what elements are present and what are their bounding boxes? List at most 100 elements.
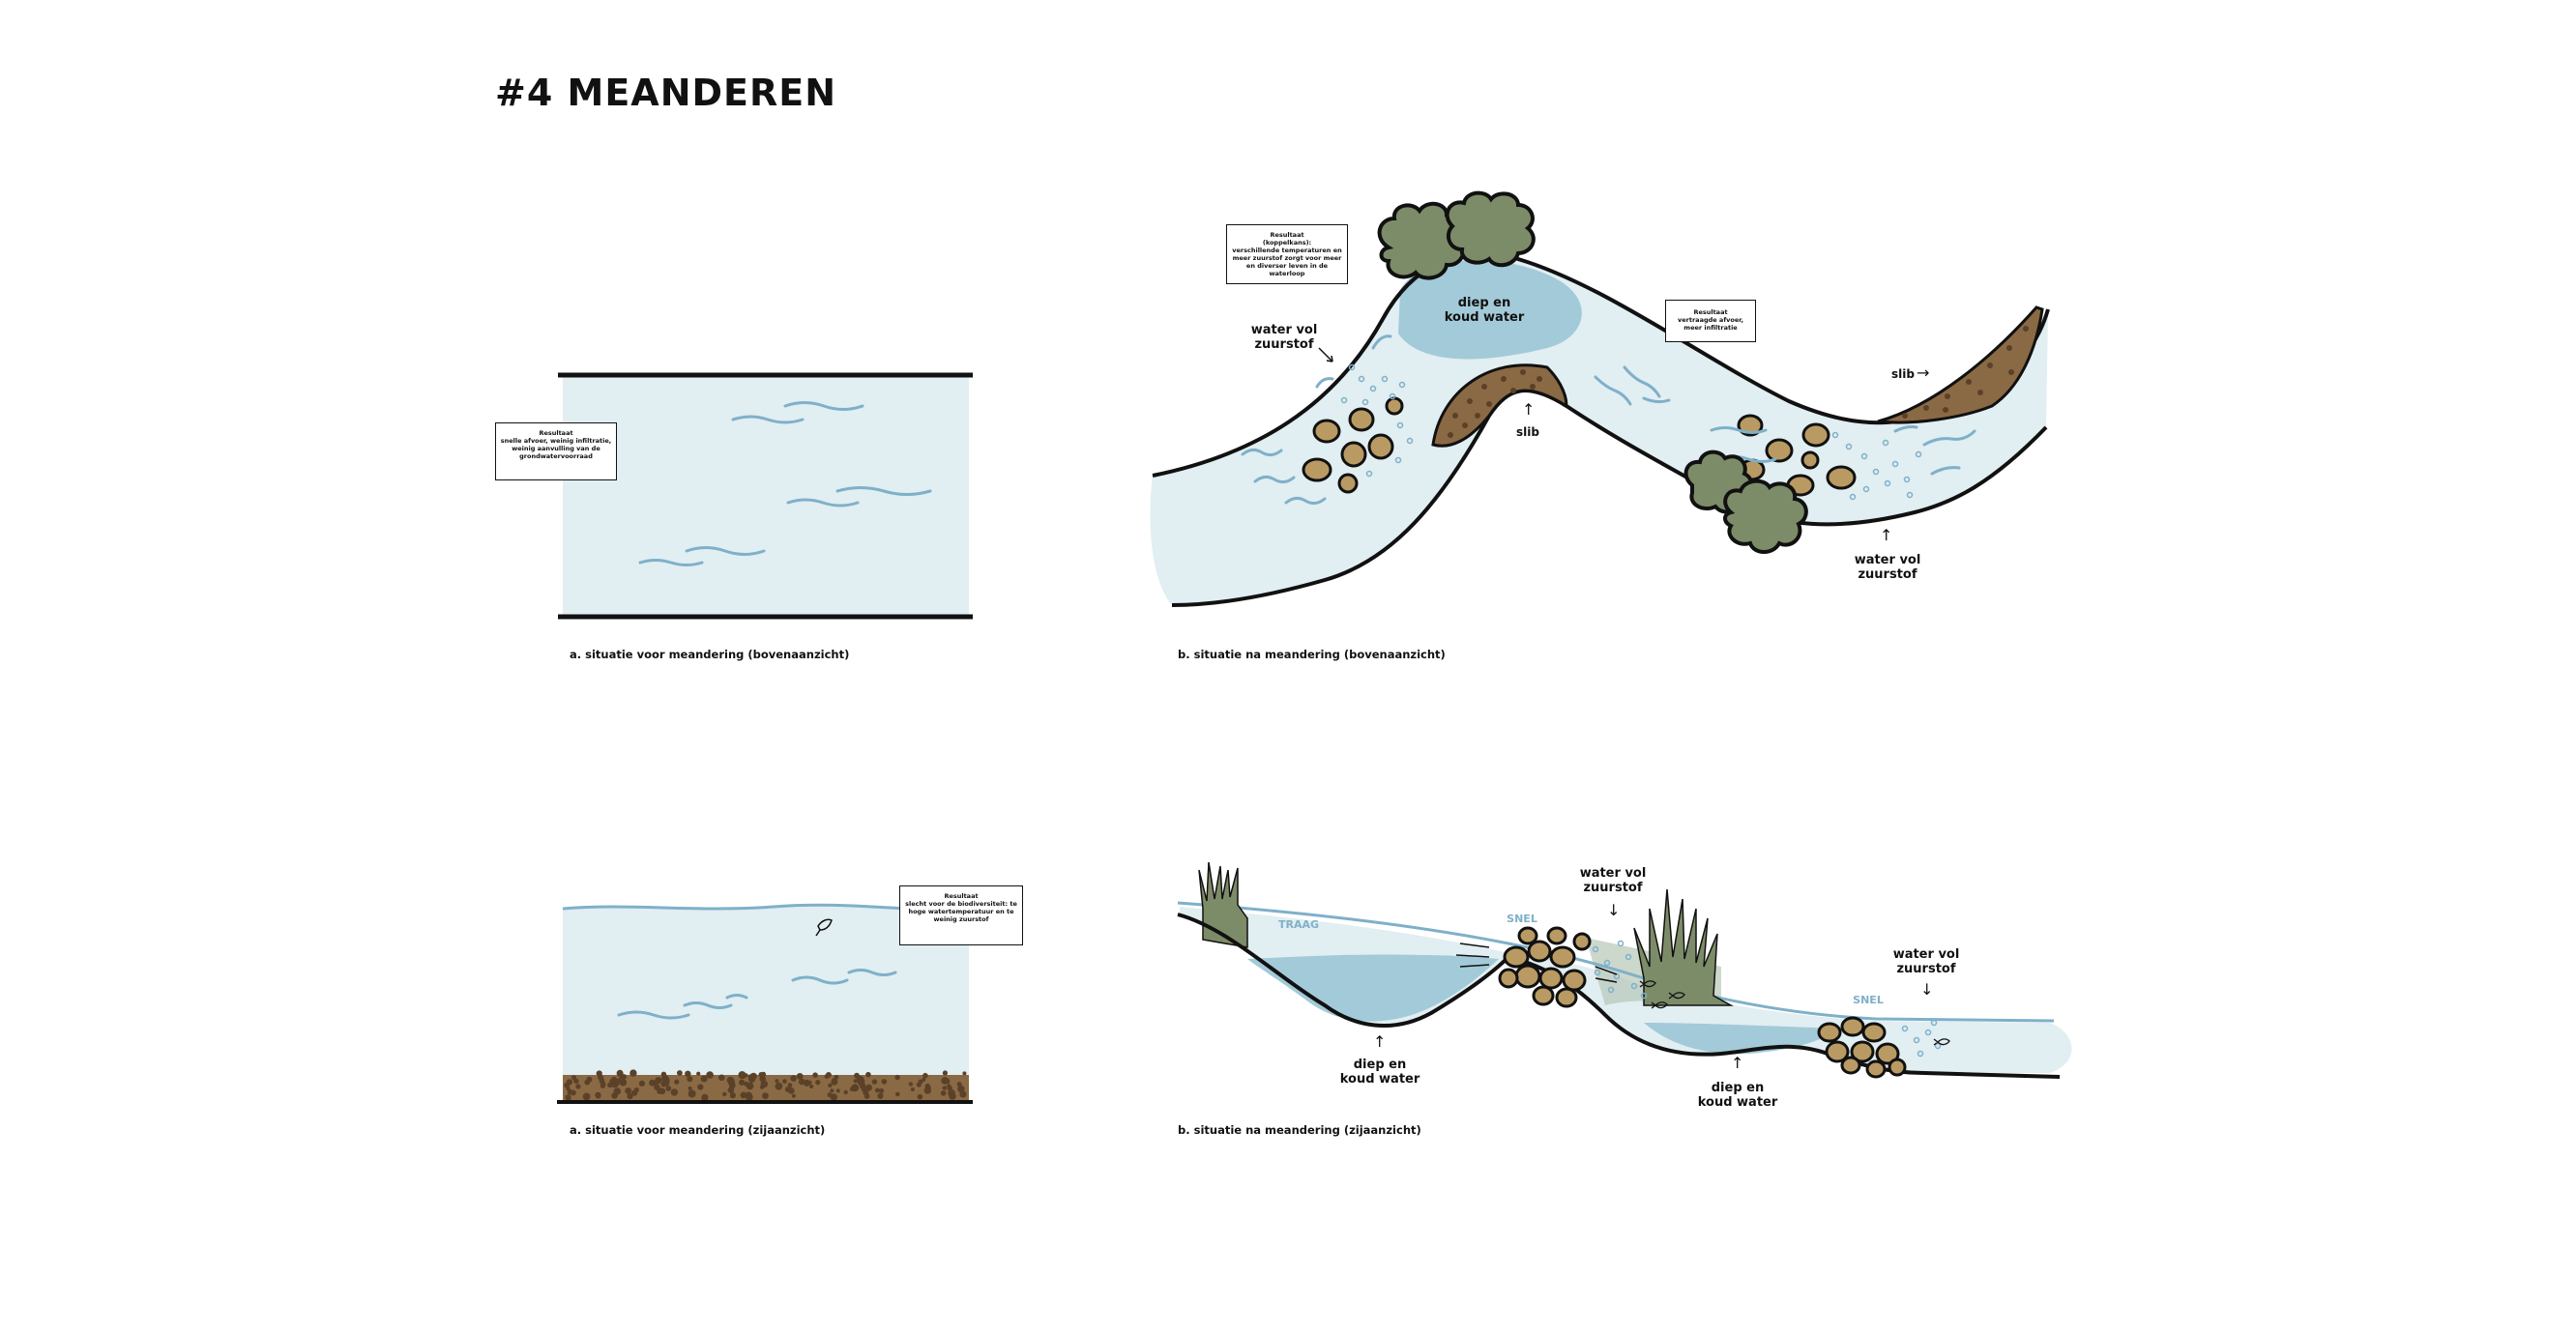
meander-channel-side-view	[1177, 861, 2072, 1079]
gravel-grain	[607, 1082, 613, 1088]
gravel-grain	[633, 1087, 639, 1093]
page-title: #4 MEANDEREN	[495, 72, 837, 114]
arrow-up-deep-2: ↑	[1731, 1054, 1744, 1072]
channel-water	[563, 377, 969, 615]
side-oxygen-bubbles	[1592, 940, 1942, 1058]
gravel-grain	[910, 1088, 915, 1091]
result-box-meander-1: Resultaat (koppelkans): verschillende te…	[1226, 224, 1348, 284]
gravel-grain	[670, 1088, 679, 1096]
gravel-grain	[830, 1088, 834, 1093]
label-deep-cold-2: diep en koud water	[1697, 1081, 1778, 1110]
deep-pool	[1398, 260, 1582, 360]
gravel-grain	[895, 1091, 900, 1097]
label-fast-1: SNEL	[1507, 913, 1537, 925]
gravel-grain	[922, 1077, 926, 1082]
gravel-grain	[959, 1090, 967, 1098]
gravel-grain	[655, 1078, 661, 1084]
gravel-grain	[790, 1075, 797, 1082]
gravel-grain	[596, 1093, 601, 1099]
gravel-bed-texture	[564, 1069, 967, 1101]
gravel-grain	[775, 1079, 779, 1084]
gravel-grain	[739, 1079, 746, 1086]
stone-cluster-right	[1817, 1016, 1907, 1079]
gravel-grain	[659, 1088, 666, 1095]
gravel-grain	[775, 1082, 783, 1090]
gravel-grain	[722, 1091, 727, 1097]
result-box-straight-top: Resultaat snelle afvoer, weinig infiltra…	[495, 422, 617, 480]
label-silt-inner: slib	[1516, 425, 1539, 439]
gravel-grain	[687, 1076, 693, 1083]
fish-icons	[1639, 980, 1950, 1046]
gravel-grain	[761, 1081, 768, 1088]
gravel-grain	[942, 1070, 949, 1076]
gravel-grain	[718, 1074, 725, 1082]
result-box-straight-side: Resultaat slecht voor de biodiversiteit:…	[899, 885, 1023, 945]
gravel-grain	[566, 1086, 571, 1091]
silt-texture-1	[1448, 369, 1542, 438]
label-slow: TRAAG	[1277, 918, 1320, 931]
bank-inner	[1171, 389, 2048, 607]
gravel-grain	[834, 1075, 839, 1080]
caption-bottom-right: b. situatie na meandering (zijaanzicht)	[1178, 1123, 1421, 1137]
gravel-grain	[843, 1089, 848, 1095]
label-deep-cold-1: diep en koud water	[1339, 1058, 1420, 1087]
gravel-grain	[877, 1092, 884, 1099]
caption-top-right: b. situatie na meandering (bovenaanzicht…	[1178, 648, 1446, 661]
gravel-grain	[958, 1087, 964, 1092]
flow-waves	[638, 401, 932, 566]
gravel-grain	[747, 1092, 752, 1097]
gravel-grain	[697, 1084, 704, 1090]
label-oxygen-top: water vol zuurstof	[1579, 866, 1647, 895]
meander-channel-top-view	[1150, 190, 2050, 607]
gravel-grain	[835, 1088, 840, 1093]
gravel-grain	[941, 1077, 949, 1085]
gravel-grain	[828, 1083, 833, 1088]
gravel-grain	[762, 1092, 769, 1099]
oxygen-bubbles	[1340, 363, 1922, 501]
gravel-grain	[881, 1079, 888, 1085]
gravel-grain	[601, 1083, 606, 1088]
result-text: vertraagde afvoer, meer infiltratie	[1678, 316, 1743, 332]
gravel-grain	[662, 1077, 670, 1085]
meander-water	[1150, 253, 2048, 605]
bush-bottom	[1683, 450, 1808, 554]
gravel-grain	[688, 1089, 696, 1098]
gravel-grain	[854, 1072, 860, 1079]
gravel-grain	[875, 1088, 880, 1093]
gravel-grain	[865, 1084, 872, 1091]
gravel-grain	[696, 1071, 701, 1076]
gravel-grain	[665, 1086, 672, 1091]
result-text: snelle afvoer, weinig infiltratie, weini…	[500, 437, 612, 460]
gravel-grain	[701, 1093, 709, 1101]
gravel-grain	[782, 1079, 787, 1084]
meander-flow-waves	[1241, 334, 1976, 506]
gravel-grain	[787, 1088, 795, 1094]
gravel-grain	[565, 1094, 571, 1101]
gravel-grain	[615, 1078, 622, 1085]
arrow-down-oxygen-right: ↓	[1920, 980, 1934, 999]
stones-left	[1302, 396, 1404, 494]
gravel-grain	[611, 1076, 617, 1083]
gravel-grain	[860, 1083, 866, 1089]
gravel-grain	[674, 1079, 680, 1085]
gravel-grain	[677, 1070, 683, 1076]
result-heading: Resultaat	[539, 429, 573, 437]
label-silt-right: slib	[1891, 367, 1915, 381]
gravel-grain	[908, 1082, 914, 1087]
caption-top-left: a. situatie voor meandering (bovenaanzic…	[570, 648, 850, 661]
gravel-grain	[864, 1093, 870, 1099]
gravel-grain	[706, 1071, 714, 1079]
gravel-grain	[809, 1084, 814, 1089]
gravel-grain	[796, 1073, 804, 1080]
gravel-grain	[865, 1071, 871, 1078]
gravel-grain	[621, 1074, 627, 1080]
gravel-grain	[759, 1075, 766, 1083]
gravel-grain	[728, 1079, 736, 1087]
gravel-grain	[851, 1084, 860, 1092]
gravel-grain	[830, 1093, 837, 1101]
gravel-grain	[747, 1075, 756, 1084]
gravel-grain	[571, 1089, 576, 1096]
gravel-grain	[616, 1069, 624, 1077]
result-heading: Resultaat	[1270, 231, 1304, 239]
